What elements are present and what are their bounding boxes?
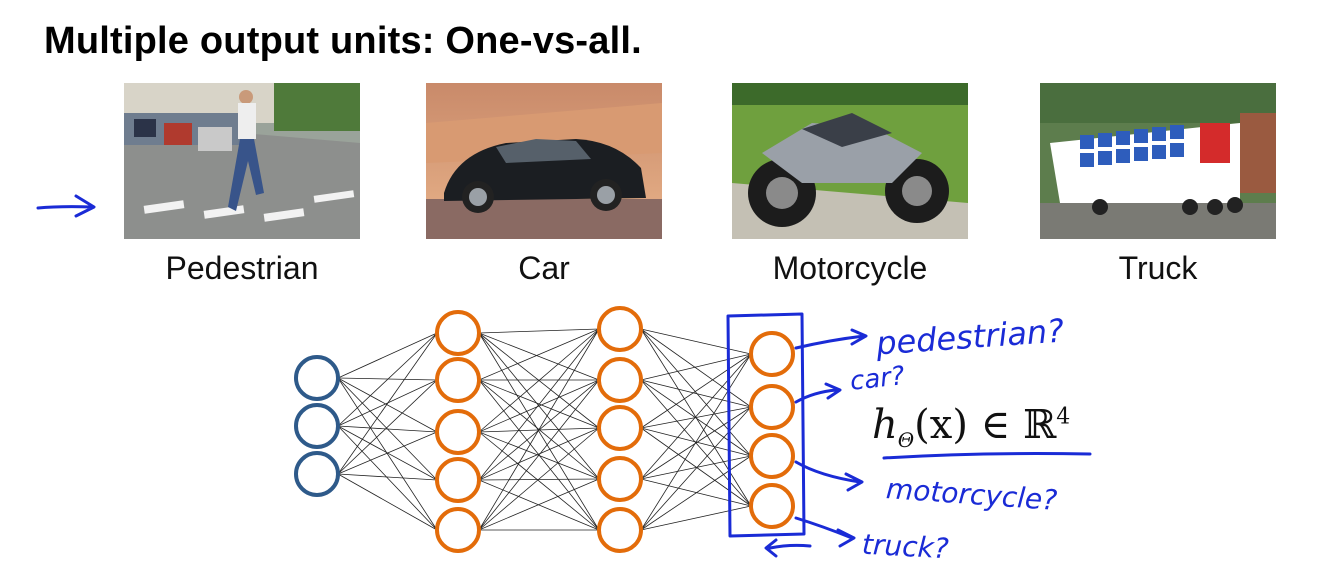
edge-l0-0-0 [337, 332, 438, 379]
edge-l1-1-0 [478, 328, 600, 381]
motorcycle-photo [732, 83, 968, 239]
truck-photo [1040, 83, 1276, 239]
edge-l1-0-0 [478, 328, 600, 334]
hidden1-unit-3 [435, 409, 481, 455]
caption-truck: Truck [1118, 250, 1198, 286]
edge-l2-0-1 [640, 328, 752, 408]
edge-l0-2-4 [337, 473, 438, 531]
network-edges [337, 328, 752, 531]
edge-l0-2-3 [337, 473, 438, 481]
hidden1-unit-2 [435, 357, 481, 403]
hypothesis-underline [882, 452, 1092, 460]
edge-l0-1-4 [337, 425, 438, 531]
handwritten-motorcycle: motorcycle? [885, 472, 1059, 517]
hidden1-unit-5 [435, 507, 481, 553]
edge-l0-2-1 [337, 379, 438, 475]
edge-l2-2-0 [640, 353, 752, 429]
edge-l2-4-1 [640, 406, 752, 531]
input-unit-2 [294, 403, 340, 449]
hidden2-unit-3 [597, 405, 643, 451]
edge-l0-0-3 [337, 377, 438, 481]
edge-l0-1-1 [337, 379, 438, 427]
edge-l0-0-2 [337, 377, 438, 433]
edge-l1-2-1 [478, 379, 600, 433]
edge-l1-3-0 [478, 328, 600, 481]
input-arrow-icon [36, 194, 96, 218]
hidden2-unit-2 [597, 357, 643, 403]
edge-l1-3-3 [478, 478, 600, 481]
output-unit-4 [749, 483, 795, 529]
car-photo [426, 83, 662, 239]
edge-l1-3-2 [478, 427, 600, 481]
edge-l1-0-1 [478, 332, 600, 381]
edge-l1-4-0 [478, 328, 600, 531]
edge-l2-0-0 [640, 328, 752, 355]
pedestrian-photo [124, 83, 360, 239]
handwritten-pedestrian: pedestrian? [874, 311, 1066, 363]
edge-l1-4-1 [478, 379, 600, 531]
hidden2-unit-1 [597, 306, 643, 352]
edge-l1-0-2 [478, 332, 600, 429]
edge-l2-4-3 [640, 505, 752, 531]
box-arrow-icon [764, 538, 812, 558]
edge-l2-1-1 [640, 379, 752, 408]
edge-l2-4-0 [640, 353, 752, 531]
input-unit-1 [294, 355, 340, 401]
edge-l1-2-4 [478, 431, 600, 531]
hidden1-unit-4 [435, 457, 481, 503]
edge-l2-3-3 [640, 478, 752, 507]
edge-l1-1-3 [478, 379, 600, 480]
output-box [726, 312, 806, 538]
caption-motorcycle: Motorcycle [772, 250, 928, 286]
network-nodes [294, 306, 795, 553]
arrow-motorcycle-icon [794, 460, 864, 492]
output-unit-3 [749, 433, 795, 479]
edge-l0-0-4 [337, 377, 438, 531]
arrow-truck-icon [794, 516, 856, 548]
edge-l1-2-2 [478, 427, 600, 433]
slide-title: Multiple output units: One-vs-all. [44, 20, 642, 62]
hypothesis-formula: hΘ(x) ∈ ℝ4 [872, 402, 1071, 452]
edge-l2-1-2 [640, 379, 752, 457]
handwritten-car: car? [848, 361, 907, 397]
handwritten-truck: truck? [861, 527, 950, 566]
edge-l2-0-3 [640, 328, 752, 507]
edge-l2-2-1 [640, 406, 752, 429]
edge-l2-2-2 [640, 427, 752, 457]
caption-pedestrian: Pedestrian [165, 250, 319, 286]
caption-car: Car [518, 250, 570, 286]
hidden1-unit-1 [435, 310, 481, 356]
edge-l2-1-0 [640, 353, 752, 381]
edge-l2-3-1 [640, 406, 752, 480]
hidden2-unit-4 [597, 456, 643, 502]
edge-l1-0-4 [478, 332, 600, 531]
arrow-car-icon [794, 382, 842, 404]
edge-l2-2-3 [640, 427, 752, 507]
edge-l0-1-0 [337, 332, 438, 427]
output-unit-1 [749, 331, 795, 377]
input-unit-3 [294, 451, 340, 497]
arrow-pedestrian-icon [794, 328, 868, 350]
edge-l2-3-0 [640, 353, 752, 480]
output-unit-2 [749, 384, 795, 430]
edge-l1-2-3 [478, 431, 600, 480]
edge-l0-0-1 [337, 377, 438, 381]
edge-l2-1-3 [640, 379, 752, 507]
edge-l1-0-3 [478, 332, 600, 480]
edge-l0-1-3 [337, 425, 438, 481]
edge-l1-1-4 [478, 379, 600, 531]
edge-l1-4-2 [478, 427, 600, 531]
edge-l1-2-0 [478, 328, 600, 433]
edge-l2-0-2 [640, 328, 752, 457]
edge-l0-2-0 [337, 332, 438, 475]
edge-l0-2-2 [337, 431, 438, 475]
edge-l1-3-4 [478, 479, 600, 531]
edge-l1-1-2 [478, 379, 600, 429]
edge-l2-3-2 [640, 455, 752, 480]
hidden2-unit-5 [597, 507, 643, 553]
edge-l0-1-2 [337, 425, 438, 433]
edge-l1-3-1 [478, 379, 600, 481]
edge-l1-4-3 [478, 478, 600, 531]
edge-l2-4-2 [640, 455, 752, 531]
